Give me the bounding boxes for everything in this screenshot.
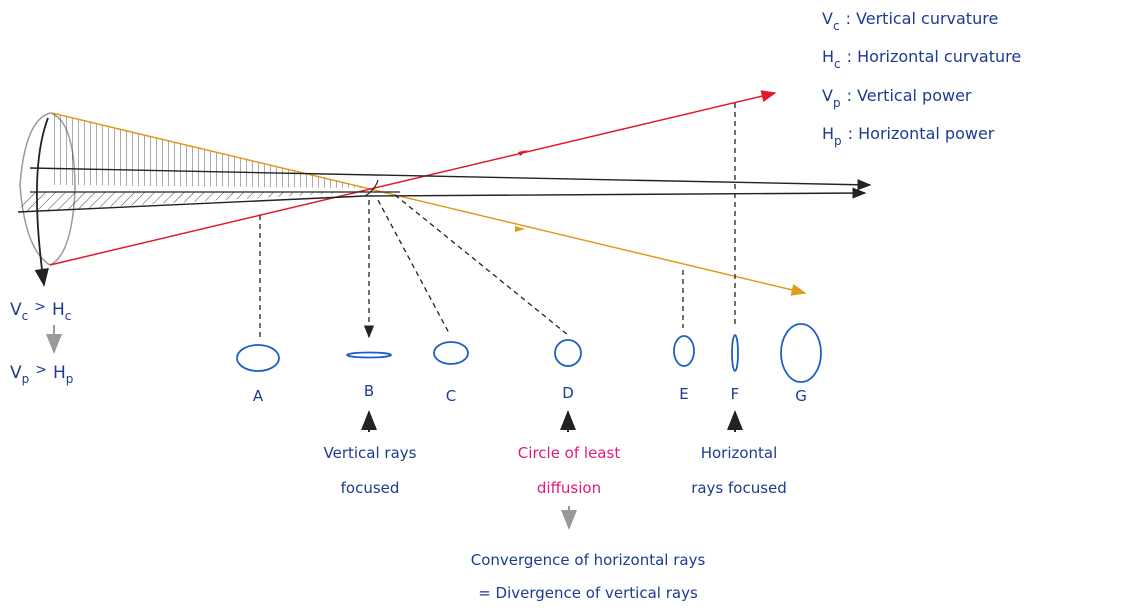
label-f: F xyxy=(731,385,740,403)
horizontal-ray-2 xyxy=(364,187,867,199)
position-labels: A B C D E F G xyxy=(253,382,807,405)
curvature-arrow xyxy=(34,117,49,287)
horizontal-ray-2a xyxy=(17,195,366,213)
cross-section-b xyxy=(346,351,392,359)
relation-curvature: Vc>Hc xyxy=(10,299,71,323)
legend-hp: Hp: Horizontal power xyxy=(822,124,995,148)
note-vertical-focus-2: focused xyxy=(341,479,400,497)
cross-section-f xyxy=(731,334,739,372)
note-least-diffusion-2: diffusion xyxy=(537,479,601,497)
notes: Vertical rays focused Circle of least di… xyxy=(324,444,787,602)
vertical-top-ray xyxy=(51,112,807,296)
horizontal-ray-1 xyxy=(29,167,872,191)
note-vertical-focus-1: Vertical rays xyxy=(324,444,417,462)
relations: Vc>Hc Vp>Hp xyxy=(10,299,73,386)
pointer-arrows xyxy=(361,410,743,432)
rays xyxy=(17,90,872,296)
legend: Vc: Vertical curvature Hc: Horizontal cu… xyxy=(822,9,1021,148)
legend-hc: Hc: Horizontal curvature xyxy=(822,47,1021,71)
legend-vp: Vp: Vertical power xyxy=(822,86,972,110)
cross-section-e xyxy=(673,335,695,367)
label-b: B xyxy=(364,382,374,400)
vertical-bottom-ray xyxy=(49,90,777,266)
legend-vc: Vc: Vertical curvature xyxy=(822,9,998,33)
label-d: D xyxy=(562,384,574,402)
note-least-diffusion-1: Circle of least xyxy=(518,444,621,462)
label-a: A xyxy=(253,387,264,405)
label-c: C xyxy=(446,387,456,405)
horizontal-ray-fan xyxy=(18,192,360,212)
cross-section-g xyxy=(780,323,822,383)
note-horizontal-focus-2: rays focused xyxy=(691,479,787,497)
label-e: E xyxy=(679,385,688,403)
cross-sections xyxy=(236,323,822,383)
cross-section-d xyxy=(554,339,582,367)
cross-section-a xyxy=(236,344,280,372)
cross-section-c xyxy=(433,341,469,365)
note-convergence-1: Convergence of horizontal rays xyxy=(471,551,706,569)
lens xyxy=(18,112,370,287)
projection-lines xyxy=(259,103,736,340)
label-g: G xyxy=(795,387,807,405)
note-convergence-2: = Divergence of vertical rays xyxy=(478,584,698,602)
note-horizontal-focus-1: Horizontal xyxy=(701,444,778,462)
relation-power: Vp>Hp xyxy=(10,362,73,386)
